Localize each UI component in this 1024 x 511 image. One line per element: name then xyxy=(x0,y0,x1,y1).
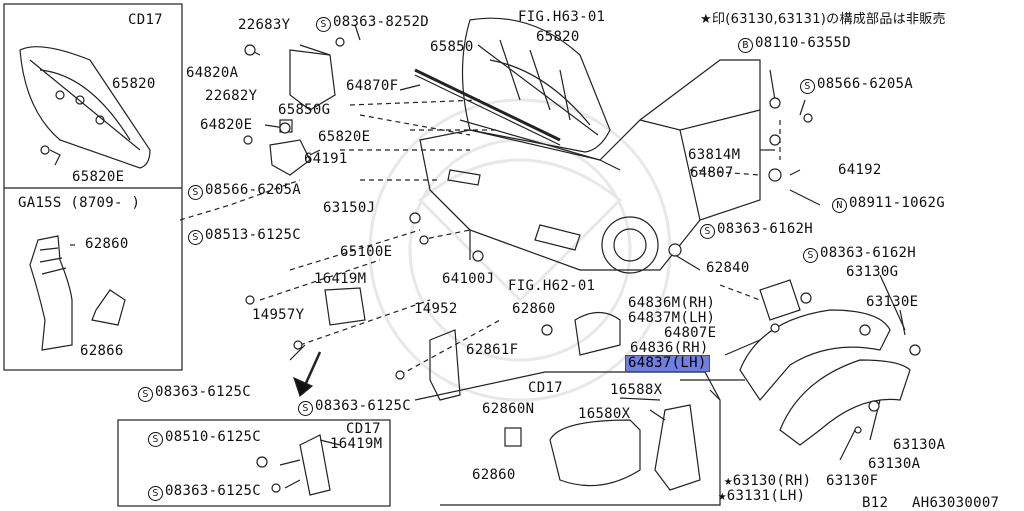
part-label: 64870F xyxy=(346,78,399,94)
footer-code-left: B12 xyxy=(862,495,889,511)
part-label: 63130F xyxy=(826,473,879,489)
part-label: 65820E xyxy=(318,129,371,145)
part-label: 65820E xyxy=(72,169,125,185)
part-label: 63150J xyxy=(323,200,376,216)
part-label: 64837M(LH) xyxy=(628,310,716,326)
part-label: 62840 xyxy=(706,260,750,276)
hinge-bracket-shape xyxy=(289,49,336,111)
part-label: 14957Y xyxy=(252,307,305,323)
n-symbol-icon: N xyxy=(832,198,847,213)
inset-mid-title: GA15S (8709- ) xyxy=(18,195,141,211)
footer-code-right: AH63030007 xyxy=(912,495,1000,511)
s-symbol-icon: S xyxy=(138,387,153,402)
part-label: 65820 xyxy=(112,76,156,92)
inset-bottom-title: CD17 xyxy=(346,421,381,437)
bottom-inset-frame xyxy=(117,419,391,507)
part-label: 22682Y xyxy=(205,88,258,104)
b-symbol-icon: B xyxy=(738,38,753,53)
part-label: 62860 xyxy=(85,236,129,252)
cd17-hose-shape xyxy=(549,419,641,487)
inset-top-title: CD17 xyxy=(128,12,163,28)
s-symbol-icon: S xyxy=(803,248,818,263)
part-label: 62860 xyxy=(472,467,516,483)
cd17-shroud-shape xyxy=(654,404,701,491)
part-label: 64836M(RH) xyxy=(628,295,716,311)
part-label: 62861F xyxy=(466,342,519,358)
part-label: 62860N xyxy=(482,401,535,417)
part-label: ★63130(RH) xyxy=(724,473,812,489)
part-label: 16419M xyxy=(314,271,367,287)
part-label: 63130A xyxy=(868,456,921,472)
note-text: ★印(63130,63131)の構成部品は非販売 xyxy=(700,12,946,27)
part-label: 16588X xyxy=(610,382,663,398)
part-label: FIG.H63-01 xyxy=(518,9,606,25)
part-label: 16419M xyxy=(330,436,383,452)
part-label: 64807 xyxy=(690,165,734,181)
part-label: FIG.H62-01 xyxy=(508,278,596,294)
s-symbol-icon: S xyxy=(800,79,815,94)
main-hood-shape xyxy=(419,17,761,274)
part-label: 65100E xyxy=(340,244,393,260)
part-label: 63130A xyxy=(893,437,946,453)
watermark-emblem xyxy=(368,98,672,402)
inset-hood-shape xyxy=(19,46,151,169)
part-label: 14952 xyxy=(414,301,458,317)
s-symbol-icon: S xyxy=(298,401,313,416)
cd17-group-title: CD17 xyxy=(528,380,563,396)
part-label: 64192 xyxy=(838,162,882,178)
part-label: 16580X xyxy=(578,406,631,422)
part-label: 65850G xyxy=(278,102,331,118)
cd17-clip-shape xyxy=(504,427,522,447)
cd17-group-frame xyxy=(414,371,721,506)
part-label: 63130G xyxy=(846,264,899,280)
part-label: 64807E xyxy=(664,325,717,341)
part-label: 22683Y xyxy=(238,17,291,33)
s-symbol-icon: S xyxy=(316,17,331,32)
part-label: ★63131(LH) xyxy=(718,488,806,504)
hinge-bracket-shape-2 xyxy=(269,139,311,176)
s-symbol-icon: S xyxy=(700,224,715,239)
s-symbol-icon: S xyxy=(148,486,163,501)
part-label: 64100J xyxy=(442,271,495,287)
part-label: 64191 xyxy=(304,151,348,167)
part-label: 64820E xyxy=(200,117,253,133)
part-label: 62860 xyxy=(512,301,556,317)
part-label: 64820A xyxy=(186,65,239,81)
part-label: 63814M xyxy=(688,147,741,163)
part-label: 65820 xyxy=(536,29,580,45)
s-symbol-icon: S xyxy=(188,230,203,245)
part-label: 62866 xyxy=(80,343,124,359)
s-symbol-icon: S xyxy=(188,185,203,200)
part-label: 64836(RH) xyxy=(630,340,709,356)
s-symbol-icon: S xyxy=(148,432,163,447)
highlighted-part-label[interactable]: 64837(LH) xyxy=(625,355,710,372)
part-label: 63130E xyxy=(866,294,919,310)
left-inset-frame xyxy=(3,3,183,371)
inset-hose-shape xyxy=(29,235,126,351)
part-label: 65850 xyxy=(430,39,474,55)
